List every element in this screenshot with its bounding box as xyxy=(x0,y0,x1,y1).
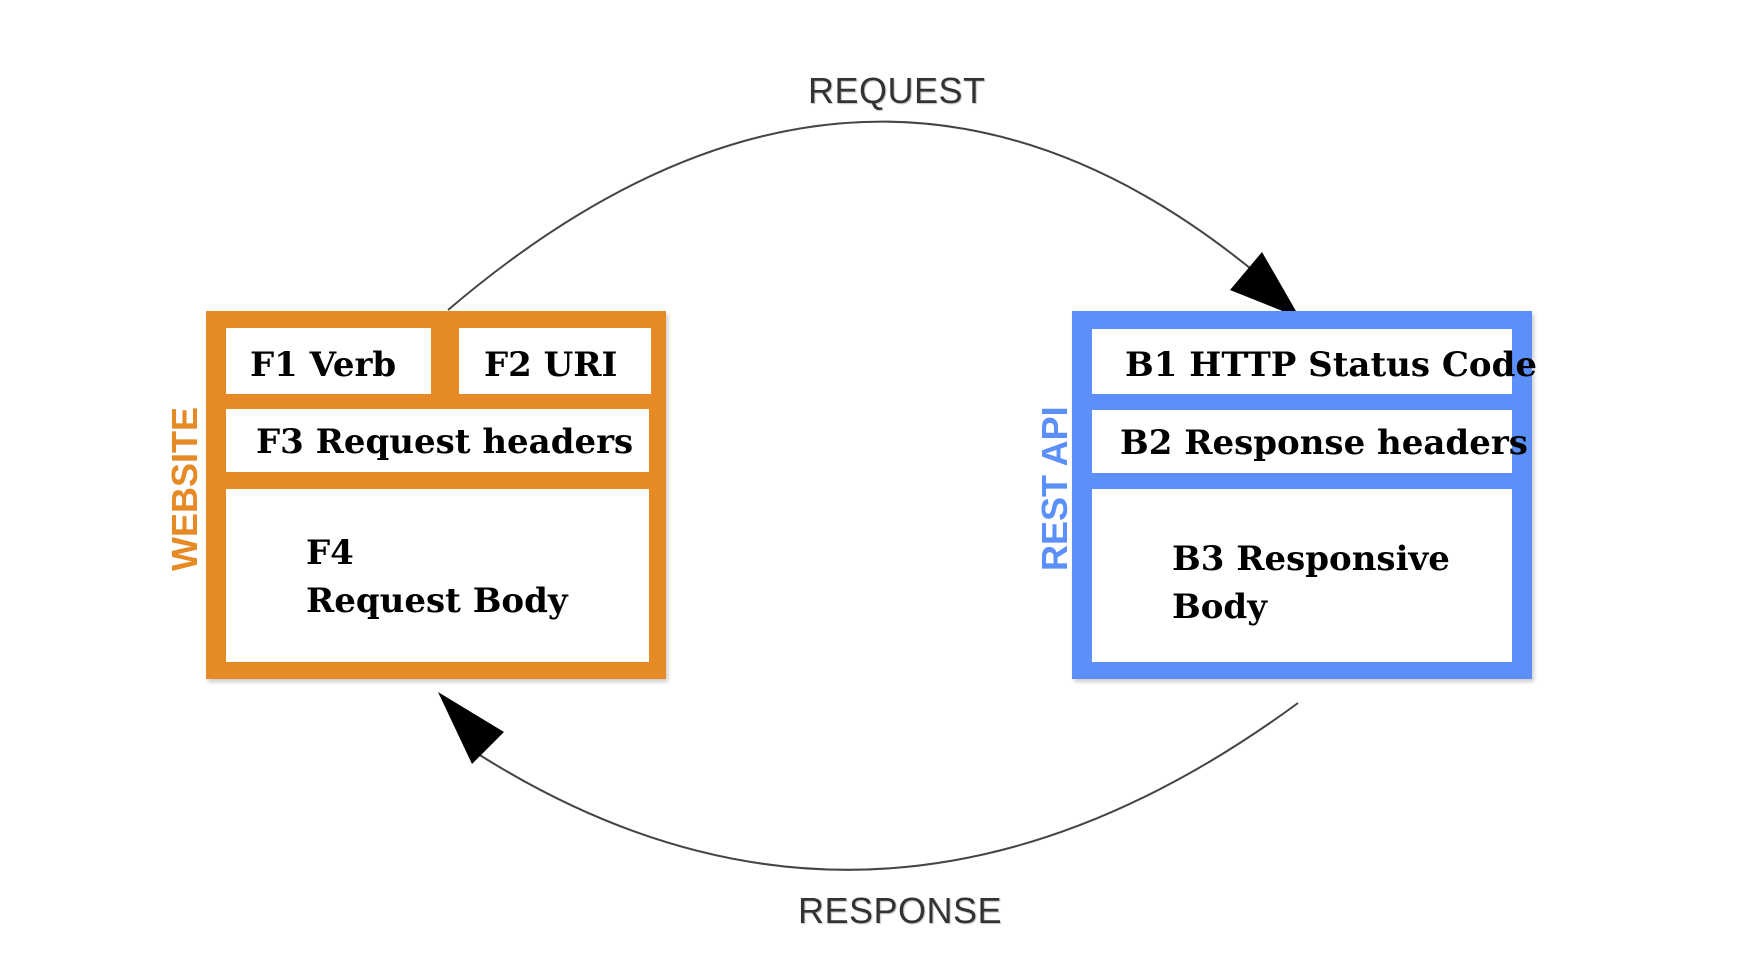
request-arc xyxy=(447,120,1263,311)
f4-request-body-field: F4 Request Body xyxy=(226,489,649,662)
f2-uri-text: F2 URI xyxy=(484,345,618,385)
f3-request-headers-text: F3 Request headers xyxy=(256,422,634,462)
f2-uri-field: F2 URI xyxy=(459,328,651,394)
b1-status-code-text: B1 HTTP Status Code xyxy=(1125,345,1537,385)
f4-line1: F4 xyxy=(306,533,354,573)
b1-status-code-field: B1 HTTP Status Code xyxy=(1092,329,1537,394)
f1-verb-text: F1 Verb xyxy=(250,345,397,385)
b3-line1: B3 Responsive xyxy=(1172,539,1450,579)
b3-line2: Body xyxy=(1172,587,1267,627)
website-box: F1 Verb F2 URI F3 Request headers F4 Req… xyxy=(206,311,666,679)
f1-verb-field: F1 Verb xyxy=(226,328,431,394)
b3-response-body-field: B3 Responsive Body xyxy=(1092,489,1512,662)
response-label: RESPONSE xyxy=(798,890,1003,931)
rest-api-label: REST API xyxy=(1034,406,1075,571)
rest-api-box: B1 HTTP Status Code B2 Response headers … xyxy=(1072,311,1537,679)
f3-request-headers-field: F3 Request headers xyxy=(226,409,649,472)
response-arrowhead xyxy=(438,692,504,764)
website-label: WEBSITE xyxy=(164,406,205,571)
request-label: REQUEST xyxy=(808,70,986,111)
response-arc xyxy=(474,702,1299,871)
request-arrowhead xyxy=(1230,252,1300,318)
f4-line2: Request Body xyxy=(306,581,568,621)
b2-response-headers-text: B2 Response headers xyxy=(1120,423,1528,463)
b2-response-headers-field: B2 Response headers xyxy=(1092,410,1528,473)
